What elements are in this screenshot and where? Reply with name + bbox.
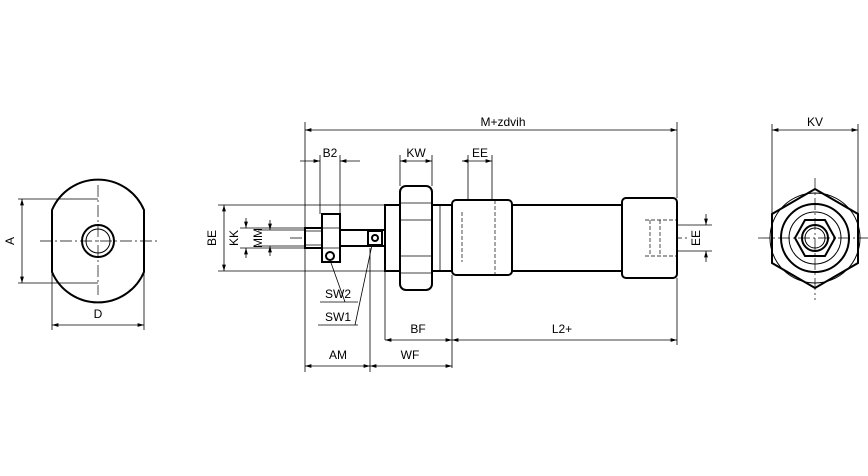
dim-bf-label: BF xyxy=(410,322,425,336)
dim-ee-right-label: EE xyxy=(689,230,703,246)
dim-a-label: A xyxy=(3,237,17,245)
dim-b2-label: B2 xyxy=(323,146,338,160)
dim-sw2-label: SW2 xyxy=(325,287,351,301)
dim-kw-label: KW xyxy=(406,146,426,160)
cylinder-side-view xyxy=(290,185,690,291)
dim-d-label: D xyxy=(94,307,103,321)
dim-be-label: BE xyxy=(205,230,219,246)
dim-ee-top-label: EE xyxy=(472,146,488,160)
dim-sw1-label: SW1 xyxy=(325,310,351,324)
dimensions: M+zdvih B2 KW EE BE KK MM xyxy=(205,115,712,372)
dim-wf-label: WF xyxy=(401,348,420,362)
dim-kv-label: KV xyxy=(807,115,823,129)
dim-am-label: AM xyxy=(329,348,347,362)
dim-m-stroke-label: M+zdvih xyxy=(480,115,525,129)
dim-l2-label: L2+ xyxy=(552,322,572,336)
dim-mm-label: MM xyxy=(251,228,265,248)
rear-end-view: KV xyxy=(758,115,868,300)
dim-kk-label: KK xyxy=(227,230,241,246)
front-end-view: A D xyxy=(3,178,160,330)
